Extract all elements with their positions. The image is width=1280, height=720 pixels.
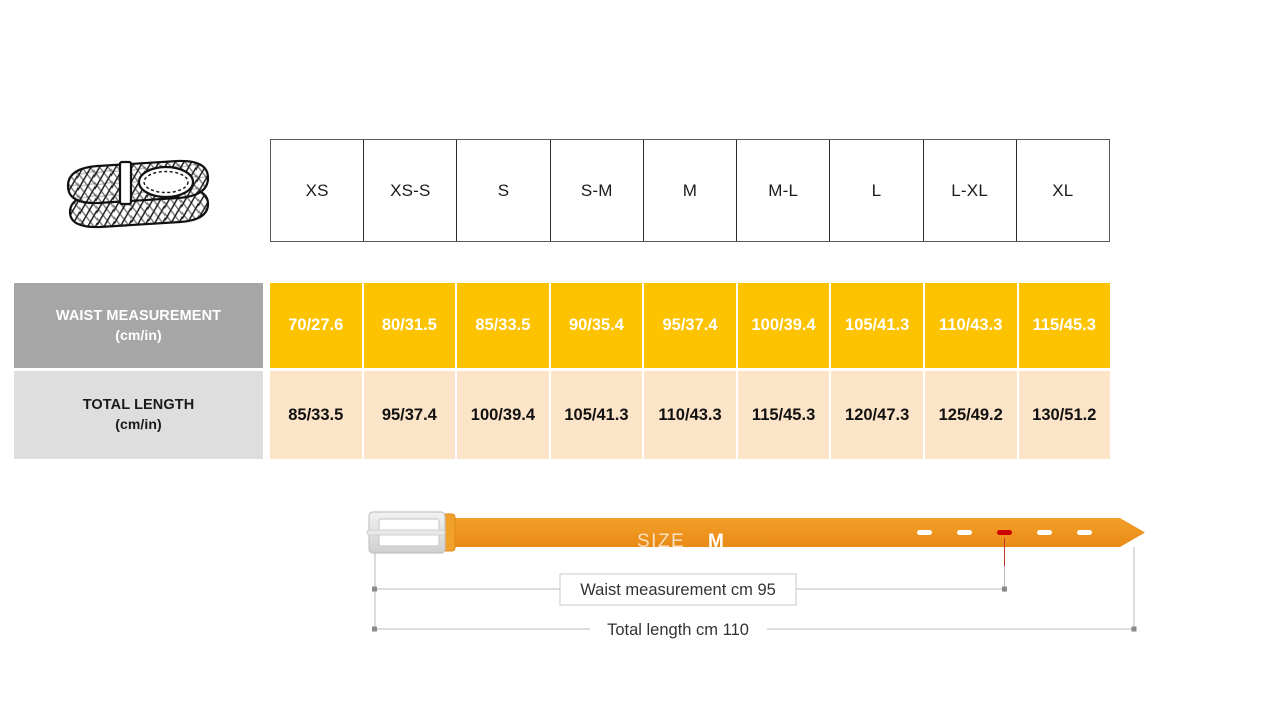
belt-hole <box>957 530 972 535</box>
belt-hole <box>1037 530 1052 535</box>
size-label: XS <box>305 180 329 200</box>
table-cell: 85/33.5 <box>457 283 551 368</box>
cell-value: 95/37.4 <box>662 316 718 334</box>
size-header-cell: L <box>830 140 924 241</box>
table-cell: 110/43.3 <box>924 283 1019 368</box>
total-length-label: TOTAL LENGTH (cm/in) <box>14 371 263 459</box>
waist-measurement-label: WAIST MEASUREMENT (cm/in) <box>14 283 263 368</box>
cell-value: 100/39.4 <box>751 316 816 334</box>
belt-hole <box>917 530 932 535</box>
size-label: S <box>497 180 510 200</box>
table-cell: 110/43.3 <box>644 371 738 459</box>
cell-value: 100/39.4 <box>470 405 536 424</box>
cell-value: 110/43.3 <box>939 316 1003 334</box>
size-label: L-XL <box>951 180 988 200</box>
size-label: S-M <box>580 180 613 200</box>
cell-value: 130/51.2 <box>1032 405 1097 424</box>
table-cell: 125/49.2 <box>924 371 1019 459</box>
size-label: XS-S <box>390 180 431 200</box>
table-cell: 105/41.3 <box>550 371 645 459</box>
table-cell: 100/39.4 <box>737 283 832 368</box>
total-length-dimension-text: Total length cm 110 <box>607 621 749 639</box>
size-label: XL <box>1052 180 1074 200</box>
size-header-cell: M-L <box>737 140 831 241</box>
size-header-cell: S-M <box>551 140 644 241</box>
size-header-cell: M <box>644 140 738 241</box>
cell-value: 125/49.2 <box>938 405 1003 424</box>
table-cell: 95/37.4 <box>363 371 458 459</box>
table-cell: 70/27.6 <box>270 283 364 368</box>
table-cell: 115/45.3 <box>1018 283 1111 368</box>
row-label-unit: (cm/in) <box>115 326 162 343</box>
size-header-table: XS XS-S S S-M M M-L L L-XL XL <box>270 139 1110 242</box>
cell-value: 120/47.3 <box>845 405 910 424</box>
waist-dimension-text: Waist measurement cm 95 <box>580 581 776 599</box>
cell-value: 95/37.4 <box>381 405 437 424</box>
table-cell: 85/33.5 <box>270 371 364 459</box>
size-header-cell: XS <box>271 140 365 241</box>
belt-strap <box>437 518 1145 547</box>
table-cell: 90/35.4 <box>550 283 645 368</box>
total-length-row: TOTAL LENGTH (cm/in) 85/33.5 95/37.4 100… <box>0 371 1111 459</box>
total-length-value-cells: 85/33.5 95/37.4 100/39.4 105/41.3 110/43… <box>270 371 1111 459</box>
belt-size-caption-value: M <box>708 531 724 552</box>
size-header-cell: L-XL <box>924 140 1017 241</box>
size-label: M <box>682 180 698 200</box>
row-label-unit: (cm/in) <box>115 416 162 433</box>
row-label-title: TOTAL LENGTH <box>82 397 195 414</box>
size-label: L <box>871 180 882 200</box>
cell-value: 90/35.4 <box>568 316 624 334</box>
cell-value: 105/41.3 <box>845 316 910 334</box>
table-cell: 95/37.4 <box>644 283 738 368</box>
belt-buckle-icon <box>366 511 446 554</box>
belt-hole-active <box>997 530 1012 535</box>
table-cell: 130/51.2 <box>1018 371 1111 459</box>
size-header-cell: XL <box>1017 140 1109 241</box>
row-label-title: WAIST MEASUREMENT <box>55 307 222 324</box>
total-length-dimension-line: Total length cm 110 <box>372 621 1137 639</box>
cell-value: 85/33.5 <box>475 316 531 334</box>
cell-value: 70/27.6 <box>288 316 344 334</box>
belt-size-caption-label: SIZE <box>637 531 685 552</box>
cell-value: 115/45.3 <box>751 405 816 424</box>
table-cell: 115/45.3 <box>737 371 832 459</box>
table-cell: 105/41.3 <box>831 283 925 368</box>
cell-value: 115/45.3 <box>1032 316 1096 334</box>
belt-hole <box>1077 530 1092 535</box>
cell-value: 80/31.5 <box>381 316 437 334</box>
cell-value: 85/33.5 <box>288 405 344 424</box>
table-cell: 120/47.3 <box>831 371 925 459</box>
waist-dimension-line: Waist measurement cm 95 <box>372 573 1007 606</box>
cell-value: 105/41.3 <box>564 405 629 424</box>
size-label: M-L <box>768 180 799 200</box>
belt-holes <box>917 530 1092 535</box>
table-cell: 100/39.4 <box>457 371 551 459</box>
size-header-cell: XS-S <box>364 140 458 241</box>
waist-measurement-row: WAIST MEASUREMENT (cm/in) 70/27.6 80/31.… <box>0 283 1111 368</box>
table-cell: 80/31.5 <box>363 283 458 368</box>
cell-value: 110/43.3 <box>658 405 722 424</box>
braided-belt-icon <box>58 146 214 238</box>
waist-value-cells: 70/27.6 80/31.5 85/33.5 90/35.4 95/37.4 … <box>270 283 1111 368</box>
belt-dimension-diagram: Waist measurement cm 95 Total length cm … <box>355 500 1155 650</box>
size-header-cell: S <box>457 140 551 241</box>
